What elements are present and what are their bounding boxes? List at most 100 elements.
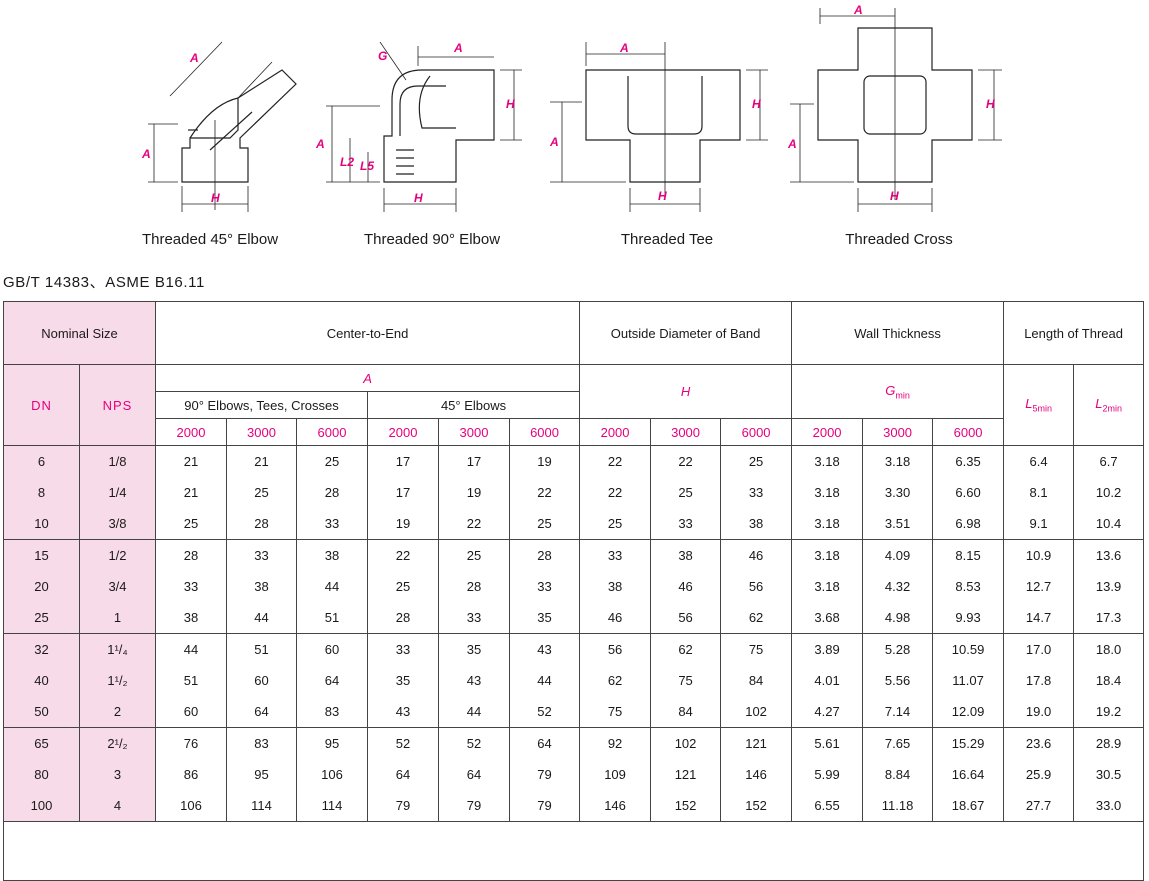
nps-cell: 2¹/₂: [79, 727, 156, 759]
value-cell: 84: [720, 665, 793, 696]
dim-a-side-label: A: [549, 135, 559, 149]
value-cell: 22: [438, 508, 510, 540]
value-cell: 23.6: [1003, 727, 1075, 759]
value-cell: 30.5: [1073, 759, 1145, 790]
nps-cell: 3/8: [79, 508, 156, 540]
value-cell: 84: [650, 696, 722, 728]
value-cell: 21: [155, 445, 227, 477]
cross-drawing: A H A H: [787, 3, 1002, 212]
class-cell: 2000: [579, 418, 652, 446]
dim-h-label: H: [414, 191, 423, 205]
value-cell: 6.55: [791, 790, 864, 822]
value-cell: 19.2: [1073, 696, 1145, 728]
value-cell: 52: [508, 696, 581, 728]
value-cell: 43: [438, 665, 510, 696]
value-cell: 146: [579, 790, 652, 822]
class-cell: 6000: [720, 418, 793, 446]
nps-cell: 1¹/₂: [79, 665, 156, 696]
value-cell: 25: [226, 477, 297, 508]
value-cell: 33: [296, 508, 368, 540]
nps-cell: 1/4: [79, 477, 156, 508]
value-cell: 8.1: [1003, 477, 1075, 508]
value-cell: 17.3: [1073, 602, 1145, 634]
value-cell: 17.0: [1003, 633, 1075, 665]
value-cell: 60: [226, 665, 297, 696]
class-cell: 6000: [508, 418, 581, 446]
dim-h-side-label: H: [986, 97, 995, 111]
value-cell: 51: [226, 633, 297, 665]
value-cell: 44: [155, 633, 227, 665]
dim-a-top-label: A: [853, 3, 863, 17]
dn-cell: 40: [3, 665, 80, 696]
nps-cell: 3: [79, 759, 156, 790]
nps-cell: 2: [79, 696, 156, 728]
value-cell: 60: [296, 633, 368, 665]
value-cell: 12.7: [1003, 571, 1075, 602]
value-cell: 18.4: [1073, 665, 1145, 696]
value-cell: 17: [438, 445, 510, 477]
value-cell: 4.32: [862, 571, 934, 602]
value-cell: 22: [579, 445, 652, 477]
value-cell: 33: [155, 571, 227, 602]
value-cell: 64: [367, 759, 439, 790]
nps-cell: 4: [79, 790, 156, 822]
value-cell: 6.60: [932, 477, 1005, 508]
value-cell: 44: [226, 602, 297, 634]
caption-cross: Threaded Cross: [845, 231, 953, 248]
value-cell: 25: [508, 508, 581, 540]
value-cell: 13.6: [1073, 539, 1145, 571]
nps-cell: 1: [79, 602, 156, 634]
value-cell: 12.09: [932, 696, 1005, 728]
value-cell: 95: [296, 727, 368, 759]
dn-cell: 100: [3, 790, 80, 822]
value-cell: 3.18: [791, 571, 864, 602]
value-cell: 3.18: [791, 477, 864, 508]
dim-g-label: G: [378, 49, 387, 63]
value-cell: 10.59: [932, 633, 1005, 665]
class-cell: 3000: [862, 418, 934, 446]
standard-reference: GB/T 14383、ASME B16.11: [3, 274, 205, 291]
l5-subscript: 5min: [1032, 403, 1052, 414]
fittings-figures: H A A G A: [0, 0, 1149, 248]
value-cell: 38: [296, 539, 368, 571]
value-cell: 13.9: [1073, 571, 1145, 602]
value-cell: 33: [650, 508, 722, 540]
figure-tee: A H A H: [540, 0, 780, 225]
value-cell: 25: [367, 571, 439, 602]
class-cell: 3000: [438, 418, 510, 446]
table-footer: [2, 821, 1145, 881]
value-cell: 152: [650, 790, 722, 822]
value-cell: 5.99: [791, 759, 864, 790]
class-cell: 2000: [791, 418, 864, 446]
value-cell: 6.35: [932, 445, 1005, 477]
table-header: Nominal Size Center-to-End Outside Diame…: [3, 301, 1145, 446]
dim-a-side-label: A: [315, 137, 325, 151]
value-cell: 33: [508, 571, 581, 602]
value-cell: 56: [579, 633, 652, 665]
value-cell: 3.89: [791, 633, 864, 665]
value-cell: 21: [155, 477, 227, 508]
value-cell: 17.8: [1003, 665, 1075, 696]
value-cell: 79: [367, 790, 439, 822]
value-cell: 19.0: [1003, 696, 1075, 728]
value-cell: 22: [367, 539, 439, 571]
value-cell: 60: [155, 696, 227, 728]
dim-a-top-label: A: [189, 51, 199, 65]
elbow-90-drawing: G A H A L2 L5 H: [315, 41, 522, 212]
class-cell: 3000: [226, 418, 297, 446]
class-cell: 3000: [650, 418, 722, 446]
value-cell: 10.2: [1073, 477, 1145, 508]
header-nps: NPS: [79, 364, 156, 446]
dim-l5-label: L5: [360, 159, 374, 173]
value-cell: 3.18: [791, 445, 864, 477]
dimension-table: Nominal Size Center-to-End Outside Diame…: [2, 301, 1145, 881]
value-cell: 102: [650, 727, 722, 759]
value-cell: 64: [438, 759, 510, 790]
value-cell: 4.01: [791, 665, 864, 696]
header-symbol-h: H: [579, 364, 793, 419]
value-cell: 8.15: [932, 539, 1005, 571]
class-cell: 2000: [155, 418, 227, 446]
